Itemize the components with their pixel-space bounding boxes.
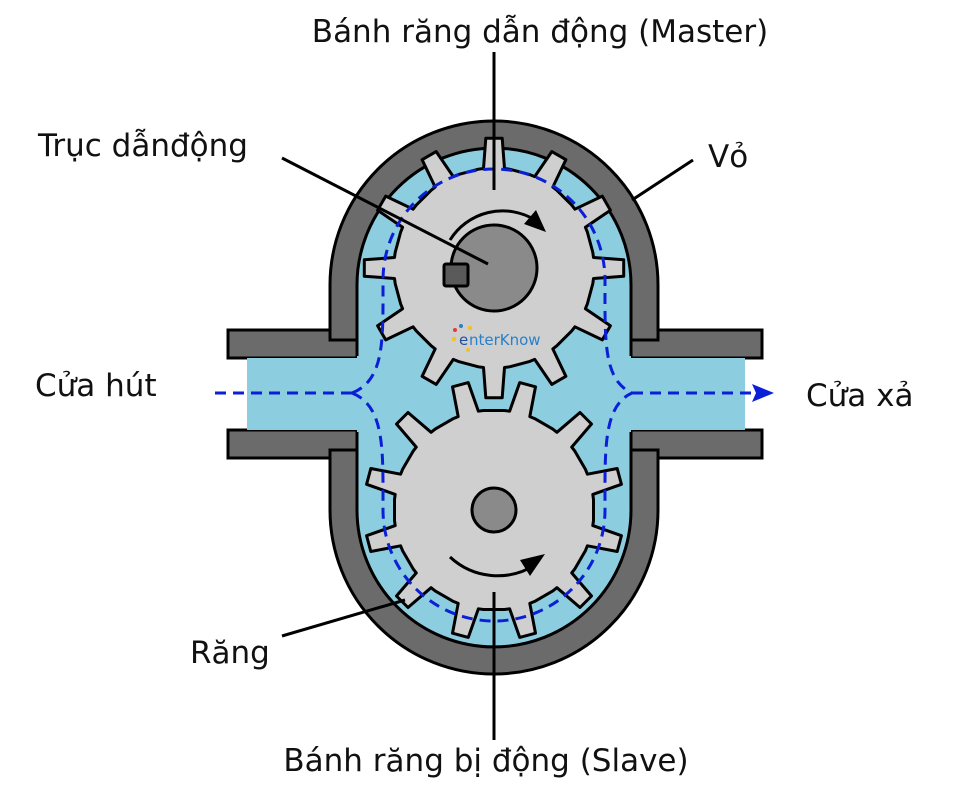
- leader-drive-shaft: [281, 156, 489, 266]
- driven-shaft: [470, 486, 518, 534]
- watermark-text: nterKnow: [469, 331, 541, 349]
- watermark-dot: [466, 348, 470, 352]
- outlet-arrow-icon: [752, 384, 774, 402]
- slave-arrowhead-icon: [520, 554, 545, 576]
- inlet-lower-flange: [226, 428, 365, 460]
- leader-tooth: [281, 598, 406, 638]
- watermark-dot: [459, 324, 463, 328]
- master-arrowhead-icon: [524, 210, 546, 232]
- flow-lower-loop: [351, 391, 633, 623]
- shaft-key: [442, 262, 470, 288]
- label-slave-gear: Bánh răng bị động (Slave): [283, 743, 688, 779]
- label-outlet: Cửa xả: [806, 378, 914, 414]
- label-tooth: Răng: [190, 635, 270, 671]
- label-inlet: Cửa hút: [35, 368, 157, 404]
- enterknow-watermark: e nterKnow: [451, 324, 541, 352]
- watermark-prefix: e: [459, 331, 468, 349]
- leader-housing: [631, 158, 694, 202]
- watermark-dot: [451, 336, 457, 342]
- slave-rotation-arrow: [448, 555, 536, 578]
- master-rotation-arrow: [448, 209, 536, 241]
- label-housing: Vỏ: [708, 139, 748, 175]
- label-drive-shaft: Trục dẫnđộng: [37, 128, 248, 164]
- label-master-gear: Bánh răng dẫn động (Master): [312, 14, 768, 50]
- watermark-dot: [453, 328, 457, 332]
- leader-lines: [281, 52, 694, 740]
- watermark-dot: [467, 325, 473, 331]
